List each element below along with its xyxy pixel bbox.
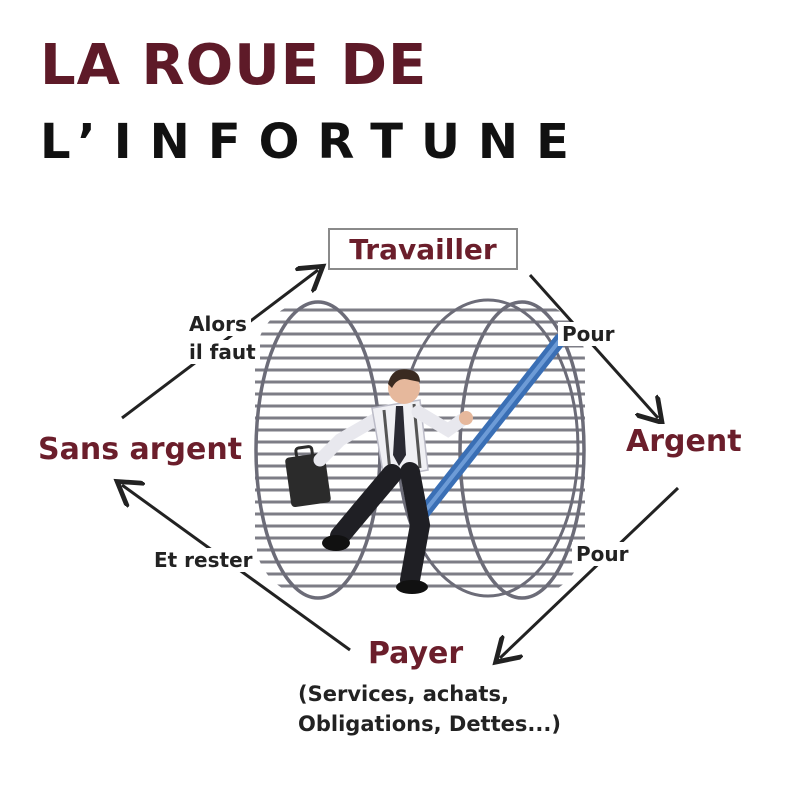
arrow-travailler-to-argent [528,273,658,418]
edge-label-pour-1: Pour [558,322,619,346]
arrow-argent-to-payer [500,486,680,658]
node-sans-argent: Sans argent [34,432,247,468]
runner-figure [285,369,473,594]
node-payer: Payer [364,636,468,672]
node-travailler-label: Travailler [349,232,497,266]
edge-label-et-rester: Et rester [150,548,257,572]
node-payer-detail-2: Obligations, Dettes...) [298,712,561,736]
node-payer-detail-1: (Services, achats, [298,682,509,706]
node-travailler: Travailler [328,228,518,270]
title-line-1: LA ROUE DE [40,33,428,98]
edge-label-il-faut: il faut [185,340,260,364]
edge-label-alors: Alors [185,312,251,336]
title-line-2: L’INFORTUNE [40,114,587,170]
node-argent: Argent [622,424,746,460]
edge-label-pour-2: Pour [572,542,633,566]
